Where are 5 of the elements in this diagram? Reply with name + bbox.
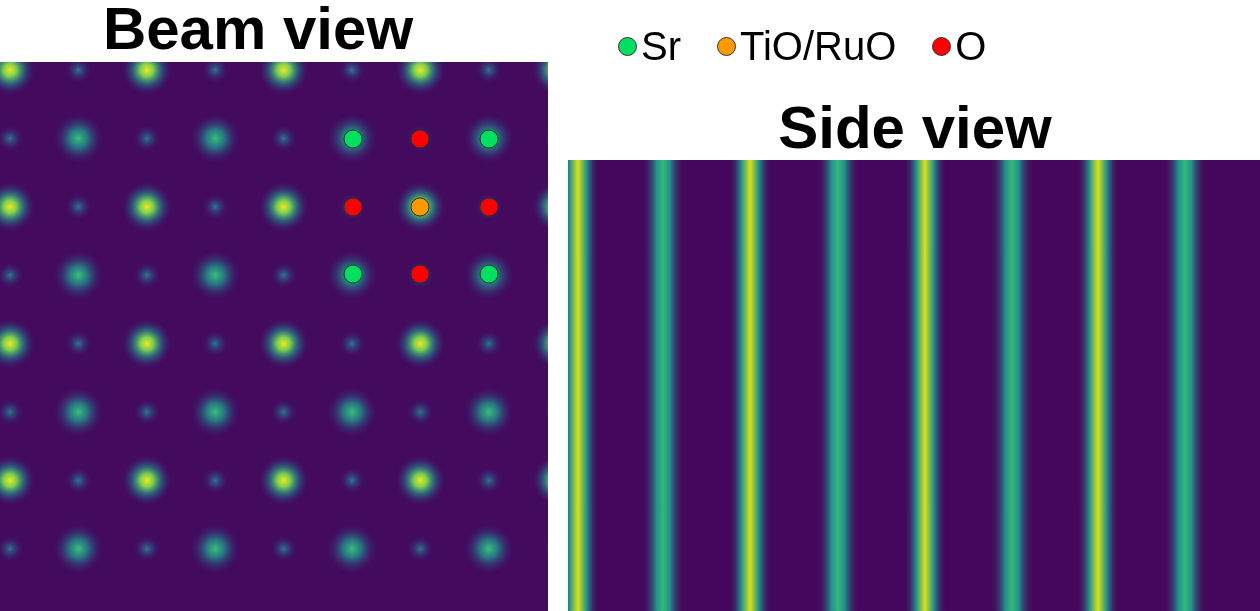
panel-title: Side view (777, 93, 1053, 163)
legend-label: O (955, 24, 987, 68)
legend-label: Sr (641, 24, 681, 68)
legend-label: TiO/RuO (740, 24, 897, 68)
panel-title: Beam view (101, 0, 415, 64)
